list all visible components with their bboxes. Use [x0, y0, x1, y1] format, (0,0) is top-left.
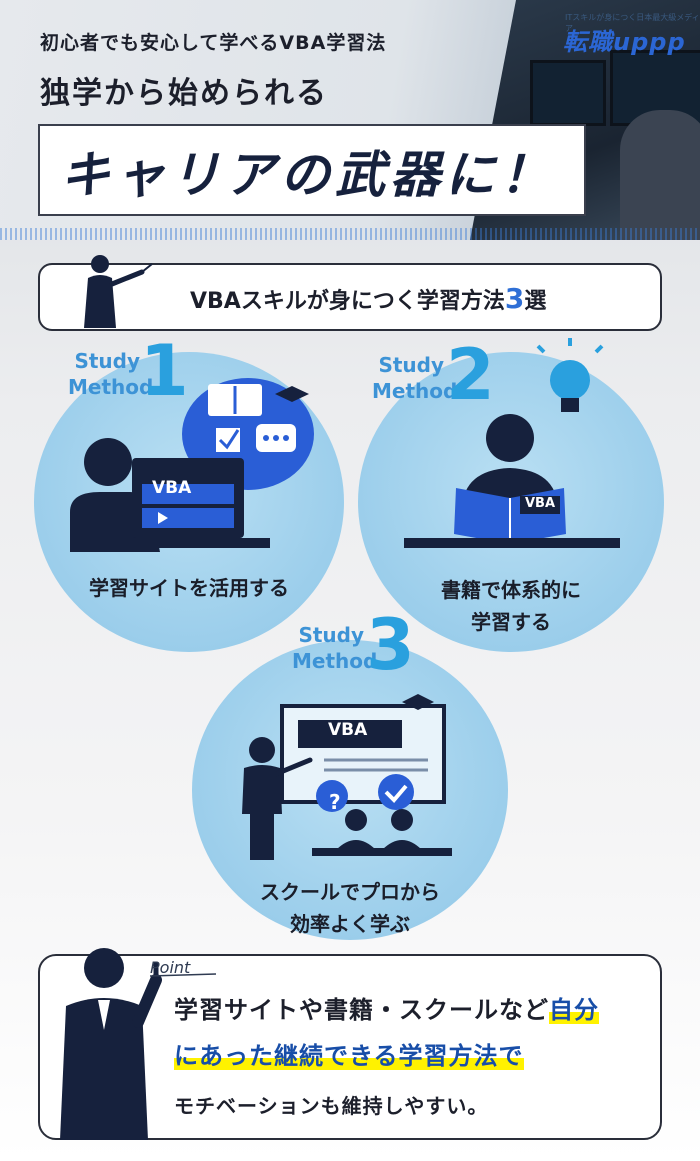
heading-suffix: 選	[524, 289, 547, 314]
catch-box	[38, 124, 586, 216]
hero-subtitle: 初心者でも安心して学べるVBA学習法	[40, 32, 387, 54]
method-2-line: 書籍で体系的に	[441, 578, 581, 602]
presenter-woman-icon	[84, 255, 153, 328]
businessman-pointing-icon	[60, 948, 162, 1140]
method-3-text: スクールでプロから 効率よく学ぶ	[192, 876, 508, 940]
method-1-line: 学習サイトを活用する	[89, 576, 289, 600]
section-heading: VBAスキルが身につく学習方法3選	[190, 282, 546, 315]
heading-number: 3	[504, 282, 525, 315]
school-lecture-illustration	[242, 694, 452, 860]
hero-title: 独学から始められる	[40, 76, 328, 111]
question-bubble-icon	[316, 780, 348, 812]
divider-stripe	[0, 228, 700, 240]
check-bubble-icon	[378, 774, 414, 810]
method-1-text: 学習サイトを活用する	[34, 572, 344, 604]
person-silhouette	[620, 110, 700, 240]
question-mark-icon: ?	[329, 790, 341, 814]
hero-banner: ITスキルが身につく日本最大級メディア 転職uppp 初心者でも安心して学べるV…	[0, 0, 700, 240]
whiteboard-label: VBA	[328, 720, 368, 740]
site-logo: 転職uppp	[563, 28, 686, 56]
play-icon	[158, 512, 168, 524]
study-label: Study	[378, 353, 444, 377]
point-line-1-highlight: 自分	[549, 996, 599, 1024]
method-1-number: 1	[140, 330, 189, 412]
logo-tagline: ITスキルが身につく日本最大級メディア	[565, 13, 700, 33]
graduation-cap-icon	[275, 386, 309, 402]
point-line-3: モチベーションも維持しやすい。	[174, 1094, 489, 1118]
laptop-learning-illustration	[70, 378, 314, 552]
point-label: Point	[150, 958, 191, 977]
method-label: Method	[292, 649, 378, 673]
method-3-label: Study Method	[292, 622, 378, 674]
screen-label: VBA	[152, 478, 192, 498]
method-2-number: 2	[446, 334, 495, 416]
point-line-2: にあった継続できる学習方法で	[174, 1036, 524, 1071]
method-3-number: 3	[366, 604, 415, 686]
method-2-text: 書籍で体系的に 学習する	[358, 574, 664, 638]
person-head	[486, 414, 534, 462]
method-label: Method	[372, 379, 458, 403]
book-label: VBA	[525, 496, 556, 511]
catch-copy: キャリアの武器に！	[60, 146, 555, 204]
hero-photo	[470, 0, 700, 240]
method-2-label: Study Method	[372, 352, 458, 404]
method-3-line: 効率よく学ぶ	[290, 912, 410, 936]
person-head	[84, 438, 132, 486]
method-3-line: スクールでプロから	[260, 880, 440, 904]
method-label: Method	[68, 375, 154, 399]
study-label: Study	[74, 349, 140, 373]
graduation-cap-icon	[402, 694, 434, 710]
lightbulb-icon	[550, 360, 590, 400]
method-1-label: Study Method	[68, 348, 154, 400]
teacher-head	[249, 737, 275, 763]
monitor	[530, 60, 606, 126]
heading-text: VBAスキルが身につく学習方法	[190, 289, 505, 314]
point-underline	[150, 973, 217, 977]
reading-book-illustration	[404, 338, 620, 548]
method-2-line: 学習する	[471, 610, 551, 634]
study-label: Study	[298, 623, 364, 647]
point-line-1-plain: 学習サイトや書籍・スクールなど	[174, 996, 549, 1024]
point-line-2-highlight: にあった継続できる学習方法で	[174, 1042, 524, 1070]
point-line-1: 学習サイトや書籍・スクールなど自分	[174, 990, 599, 1025]
